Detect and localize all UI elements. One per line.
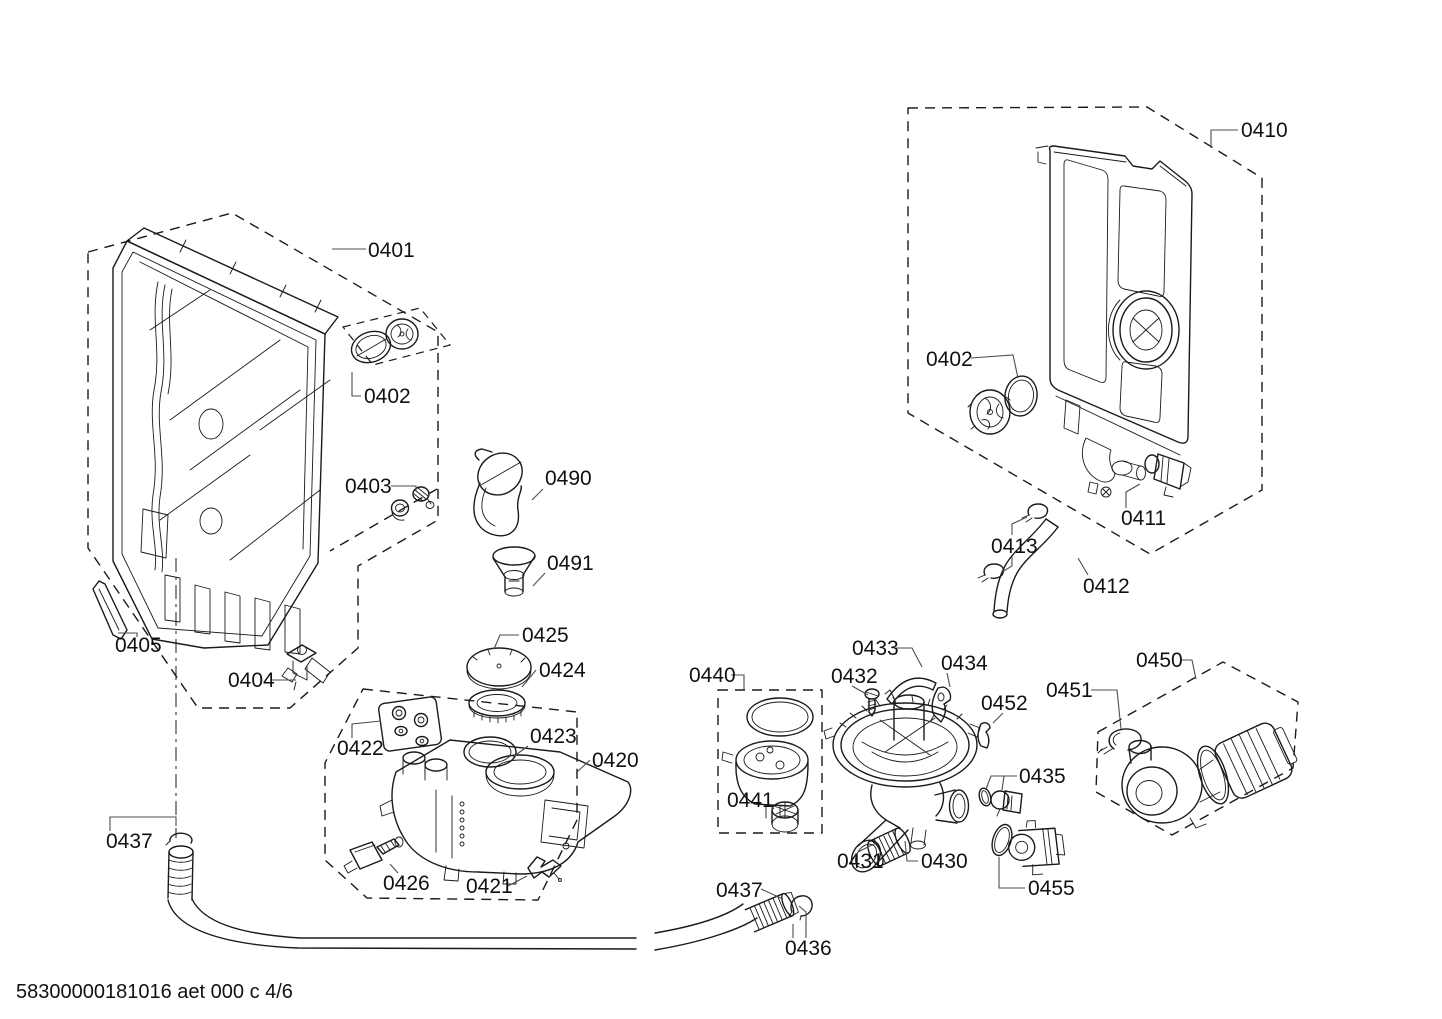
part-label-0423: 0423	[530, 725, 577, 748]
part-label-0437-left: 0437	[106, 830, 153, 853]
leader-lines	[109, 129, 1238, 938]
part-0413-hose-clamps	[977, 503, 1049, 583]
part-0434-clip	[929, 686, 952, 723]
part-label-0491: 0491	[547, 552, 594, 575]
part-0431-coupling	[867, 827, 911, 867]
sheet-footer: 58300000181016 aet 000 c 4/6	[16, 981, 293, 1003]
part-0421-clip	[527, 856, 562, 882]
part-0451-clamp	[1097, 728, 1142, 755]
part-0402-left-vent-and-gasket	[341, 307, 452, 366]
heater-group-outline	[717, 689, 823, 834]
part-label-0490: 0490	[545, 467, 592, 490]
part-0422-grommet-set	[378, 696, 442, 752]
part-label-0431: 0431	[837, 850, 884, 873]
inner-door-group-outline	[87, 212, 439, 709]
part-label-0450: 0450	[1136, 649, 1183, 672]
part-label-0434: 0434	[941, 652, 988, 675]
part-label-0452: 0452	[981, 692, 1028, 715]
part-label-0420: 0420	[592, 749, 639, 772]
part-label-0404: 0404	[228, 669, 275, 692]
part-0403-grommet-and-plug	[390, 486, 435, 521]
part-0411-valve	[1144, 453, 1192, 498]
part-label-0437-bottom: 0437	[716, 879, 763, 902]
part-0441-cap	[771, 801, 799, 833]
part-label-0413: 0413	[991, 535, 1038, 558]
part-0404-door-latch	[281, 644, 331, 691]
part-0440-heat-exchanger	[721, 697, 814, 819]
part-label-0424: 0424	[539, 659, 586, 682]
part-0455-drain-pump	[991, 820, 1066, 876]
part-0410-outer-door-panel	[1035, 145, 1193, 498]
part-label-0432: 0432	[831, 665, 878, 688]
part-label-0433: 0433	[852, 637, 899, 660]
part-label-0436: 0436	[785, 937, 832, 960]
door-hinge-parts	[1082, 437, 1146, 498]
part-0437-hose-left	[165, 832, 637, 950]
part-0450-circulation-pump	[1121, 722, 1298, 829]
part-0426-valve	[343, 836, 404, 874]
part-label-0426: 0426	[383, 872, 430, 895]
part-0490-filling-funnel	[473, 448, 523, 537]
part-label-0402-right: 0402	[926, 348, 973, 371]
part-label-0422: 0422	[337, 737, 384, 760]
part-0452-clip	[977, 722, 991, 749]
part-0402-right-vent-and-gasket	[967, 375, 1038, 435]
part-label-0451: 0451	[1046, 679, 1093, 702]
part-label-0412: 0412	[1083, 575, 1130, 598]
part-0491-funnel	[492, 546, 536, 597]
part-0420-water-softener	[379, 739, 632, 885]
part-label-0402-left: 0402	[364, 385, 411, 408]
part-0425-salt-cap	[466, 647, 532, 690]
part-label-0403: 0403	[345, 475, 392, 498]
part-label-0405: 0405	[115, 634, 162, 657]
part-label-0425: 0425	[522, 624, 569, 647]
part-label-0410: 0410	[1241, 119, 1288, 142]
part-0433-curved-strap	[884, 677, 937, 705]
part-0423-o-ring	[463, 736, 517, 768]
part-label-0411: 0411	[1121, 507, 1166, 530]
part-0432-screw	[864, 688, 880, 717]
part-label-0441: 0441	[727, 789, 774, 812]
part-label-0455: 0455	[1028, 877, 1075, 900]
part-0405-strip	[92, 580, 128, 640]
part-label-0430: 0430	[921, 850, 968, 873]
softener-group-outline	[324, 688, 578, 901]
part-label-0421: 0421	[466, 875, 513, 898]
part-label-0440: 0440	[689, 664, 736, 687]
door-hinge-tabs	[164, 574, 301, 655]
part-0437-hose-right-end	[654, 891, 799, 951]
outer-door-group-outline	[907, 106, 1263, 555]
part-label-0401: 0401	[368, 239, 415, 262]
inner-door-panel	[112, 227, 339, 655]
pump-group-outline	[1095, 661, 1299, 836]
part-labels: 0401 0402 0403 0404 0405 0490 0491 0425 …	[106, 119, 1288, 960]
part-0435-check-valve	[978, 787, 1023, 817]
part-0424-threaded-ring	[468, 689, 526, 724]
part-0412-hose	[992, 518, 1059, 619]
part-label-0435: 0435	[1019, 765, 1066, 788]
part-0436-clip	[788, 895, 813, 921]
